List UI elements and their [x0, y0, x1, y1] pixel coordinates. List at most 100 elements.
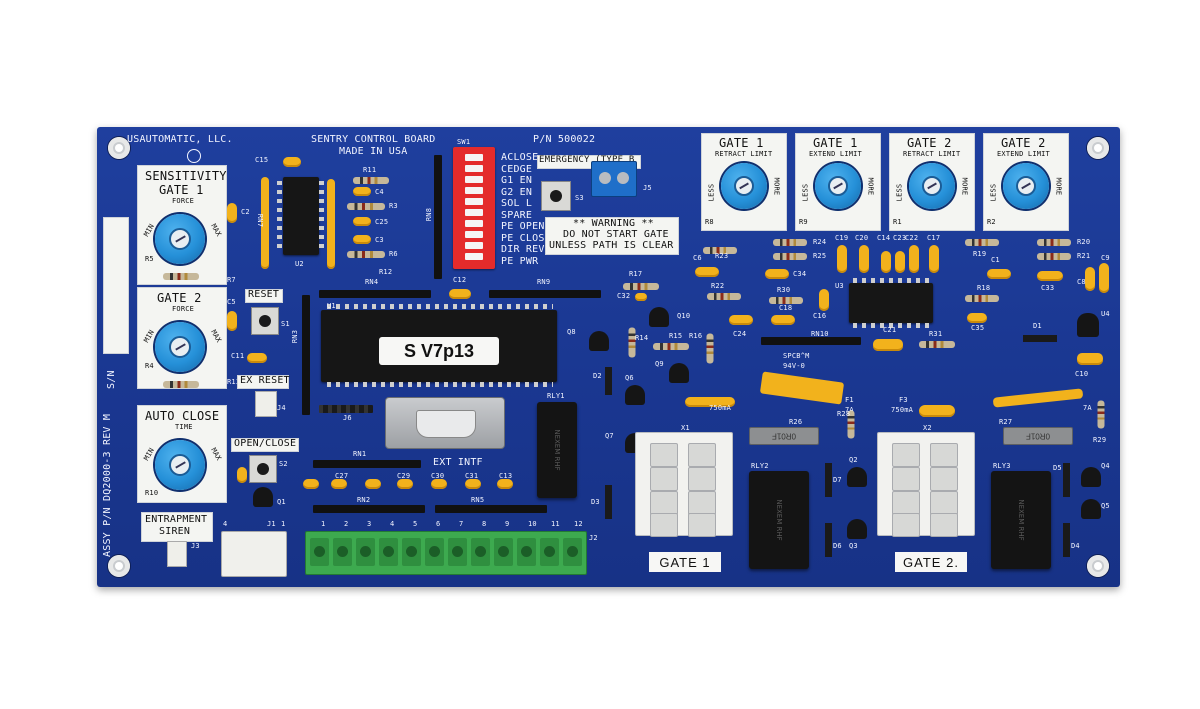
db9-serial-port[interactable] [385, 397, 505, 449]
ref-c21: C21 [883, 326, 897, 334]
ic-pins [277, 181, 282, 251]
terminal-screw[interactable] [402, 538, 421, 566]
limit-pot[interactable] [909, 163, 955, 209]
dip-switch-levers [461, 153, 487, 265]
resistor [1037, 239, 1071, 246]
limit-pot-ref: R2 [987, 218, 996, 226]
capacitor [819, 289, 829, 311]
terminal-block-j2[interactable] [305, 531, 587, 575]
ref-s2: S2 [279, 460, 288, 468]
terminal-number: 5 [413, 520, 418, 528]
limit-pot[interactable] [1003, 163, 1049, 209]
reset-button[interactable] [251, 307, 279, 335]
terminal-screw[interactable] [563, 538, 582, 566]
ref-u2: U2 [295, 260, 304, 268]
ex-reset-connector-j4[interactable] [255, 391, 277, 417]
ref-r25: R25 [813, 252, 827, 260]
fuse-7a [992, 388, 1084, 408]
limit-pot[interactable] [815, 163, 861, 209]
terminal-screw[interactable] [471, 538, 490, 566]
emergency-button-s3[interactable] [541, 181, 571, 211]
emergency-label: EMERGENCY (TYPE B [539, 155, 635, 165]
auto-close-time-pot[interactable] [155, 440, 205, 490]
gate1-connector-x1[interactable] [635, 432, 733, 537]
gate2-force-pot[interactable] [155, 322, 205, 372]
dip-switch-label: PE CLOSE [501, 232, 551, 244]
resistor [623, 283, 659, 290]
assembly-number: ASSY P/N DQ2000-3 REV M [102, 413, 113, 557]
transistor-q9 [669, 363, 689, 383]
transistor-q6 [625, 385, 645, 405]
limit-more-label: MORE [1054, 177, 1063, 196]
ref-r29: R29 [1093, 436, 1107, 444]
terminal-screw[interactable] [379, 538, 398, 566]
shunt-r26: 0R01F [749, 427, 819, 445]
ref-c4: C4 [375, 188, 384, 196]
capacitor [353, 235, 371, 244]
resistor [628, 327, 636, 358]
dip-switch-lever[interactable] [465, 231, 483, 238]
terminal-screw[interactable] [333, 538, 352, 566]
resistor-network-rn1 [313, 460, 421, 468]
dip-switch-lever[interactable] [465, 187, 483, 194]
ref-r23: R23 [715, 252, 729, 260]
terminal-screw[interactable] [540, 538, 559, 566]
capacitor [465, 479, 481, 489]
resistor [919, 341, 955, 348]
resistor [347, 203, 385, 210]
pot-subtitle: GATE 1 [159, 183, 204, 197]
dip-switch-lever[interactable] [465, 253, 483, 260]
limit-pot[interactable] [721, 163, 767, 209]
ref-r15: R15 [669, 332, 683, 340]
terminal-screw[interactable] [517, 538, 536, 566]
terminal-screw[interactable] [494, 538, 513, 566]
serial-number-strip [103, 217, 129, 354]
gate2-connector-x2[interactable] [877, 432, 975, 537]
ref-r30: R30 [777, 286, 791, 294]
dip-switch-lever[interactable] [465, 209, 483, 216]
ref-x1: X1 [681, 424, 690, 432]
limit-pot-ref: R1 [893, 218, 902, 226]
ex-reset-label-box [237, 375, 289, 389]
limit-pot-ref: R9 [799, 218, 808, 226]
limit-less-label: LESS [895, 183, 904, 202]
ic-pins [853, 278, 931, 283]
ref-c6: C6 [693, 254, 702, 262]
fuse-f3 [919, 405, 955, 417]
capacitor [303, 479, 319, 489]
ref-c11: C11 [231, 352, 245, 360]
terminal-screw[interactable] [425, 538, 444, 566]
terminal-screw[interactable] [448, 538, 467, 566]
dip-switch-label: ACLOSE [501, 152, 539, 163]
dip-switch-lever[interactable] [465, 154, 483, 161]
dip-switch-label: PE OPEN [501, 221, 545, 232]
resistor-network-rn4 [319, 290, 431, 298]
terminal-block-j5[interactable] [591, 161, 637, 197]
ref-d2: D2 [593, 372, 602, 380]
ref-c16: C16 [813, 312, 827, 320]
dip-switch-lever[interactable] [465, 242, 483, 249]
dip-switch-lever[interactable] [465, 220, 483, 227]
siren-connector-j3[interactable] [167, 541, 187, 567]
ref-r22: R22 [711, 282, 725, 290]
dip-switch-lever[interactable] [465, 165, 483, 172]
limit-less-label: LESS [801, 183, 810, 202]
terminal-screw[interactable] [356, 538, 375, 566]
dip-switch-lever[interactable] [465, 198, 483, 205]
sensitivity-gate1-pot[interactable] [155, 214, 205, 264]
pot-function: FORCE [172, 305, 195, 313]
power-connector-j1[interactable] [221, 531, 287, 577]
dip-switch-lever[interactable] [465, 176, 483, 183]
ref-j4: J4 [277, 404, 286, 412]
capacitor [987, 269, 1011, 279]
open-close-button[interactable] [249, 455, 277, 483]
ref-r17: R17 [629, 270, 643, 278]
capacitor [967, 313, 987, 323]
pot-title: GATE 2 [157, 291, 202, 305]
ref-r20: R20 [1077, 238, 1091, 246]
dip-switch-label: PE PWR [501, 255, 539, 267]
ref-c31: C31 [465, 472, 479, 480]
terminal-screw[interactable] [310, 538, 329, 566]
limit-pot-gate: GATE 1 [719, 136, 764, 150]
capacitor [365, 479, 381, 489]
